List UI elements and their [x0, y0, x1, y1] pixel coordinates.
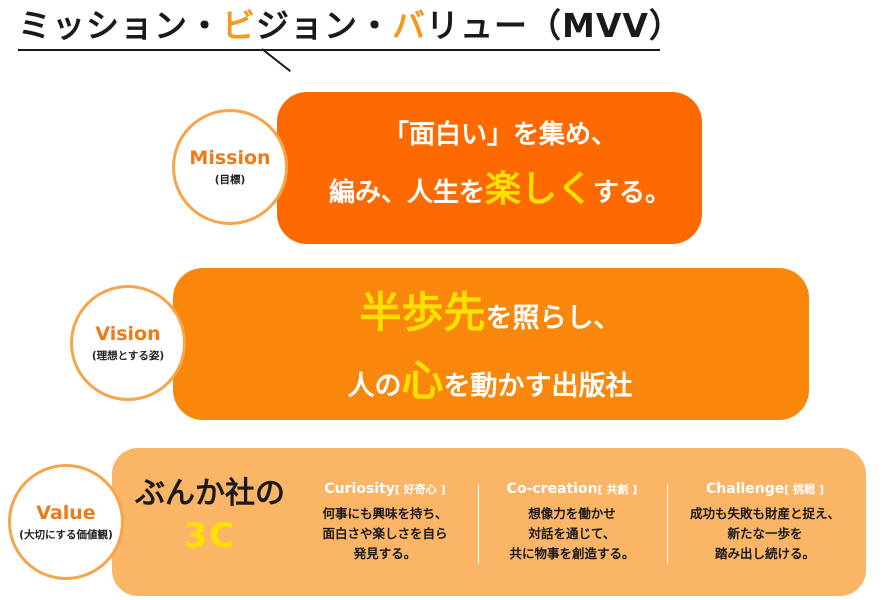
value-item-challenge: Challenge[ 挑戦 ] 成功も失敗も財産と捉え、 新たな一歩を 踏み出し… [675, 478, 855, 564]
vision-line-1: 半歩先を照らし、 [200, 282, 780, 350]
value-item-title: Challenge[ 挑戦 ] [675, 478, 855, 501]
value-item-curiosity: Curiosity[ 好奇心 ] 何事にも興味を持ち、 面白さや楽しさを自ら 発… [300, 478, 470, 564]
vision-label: Vision [95, 323, 161, 345]
vision-circle: Vision (理想とする姿) [70, 285, 186, 401]
value-item-desc: 成功も失敗も財産と捉え、 [689, 506, 840, 521]
value-item-desc: 想像力を働かせ [528, 506, 616, 521]
value-item-title: Curiosity[ 好奇心 ] [300, 478, 470, 501]
mission-circle: Mission (目標) [172, 109, 288, 225]
value-divider [667, 484, 668, 564]
title-highlight: バ [392, 6, 426, 45]
title-underline [18, 49, 660, 51]
value-item-desc: 発見する。 [353, 546, 417, 561]
value-heading-line-1: ぶんか社の [135, 476, 285, 511]
title-part: ミッション・ [18, 6, 222, 45]
value-item-co-creation: Co-creation[ 共創 ] 想像力を働かせ 対話を通じて、 共に物事を創… [487, 478, 657, 564]
vision-statement: 半歩先を照らし、 人の心を動かす出版社 [200, 282, 780, 418]
value-item-bracket: [ 共創 ] [597, 483, 638, 496]
mission-label: Mission [189, 147, 271, 169]
value-item-desc: 新たな一歩を [727, 526, 803, 541]
value-item-desc: 面白さや楽しさを自ら [322, 526, 448, 541]
value-item-title: Co-creation[ 共創 ] [487, 478, 657, 501]
vision-line-1-b: を照らし、 [485, 303, 621, 334]
vision-bar [173, 268, 809, 420]
title-part: リュー（MVV） [426, 6, 683, 45]
value-divider [478, 484, 479, 564]
value-circle: Value (大切にする価値観) [8, 464, 124, 580]
value-item-bracket: [ 挑戦 ] [784, 483, 824, 496]
title-underline-notch [261, 48, 291, 72]
value-item-bracket: [ 好奇心 ] [394, 483, 446, 496]
vision-line-2-a: 人の [347, 371, 402, 402]
mission-line-2-b: する。 [593, 178, 672, 208]
value-label-ja: (大切にする価値観) [19, 529, 113, 541]
value-label: Value [36, 502, 96, 524]
value-bar [112, 448, 866, 596]
mission-line-1: 「面白い」を集め、 [382, 120, 617, 150]
vision-label-ja: (理想とする姿) [91, 350, 165, 362]
value-item-desc: 対話を通じて、 [528, 526, 616, 541]
mission-bar [277, 92, 702, 244]
value-heading: ぶんか社の 3C [120, 474, 300, 558]
value-item-desc: 共に物事を創造する。 [509, 546, 635, 561]
vision-line-2-b: を動かす出版社 [443, 371, 633, 402]
mission-line-2: 編み、人生を楽しくする。 [305, 166, 695, 217]
title-part: ジョン・ [256, 6, 392, 45]
vision-line-2: 人の心を動かす出版社 [200, 350, 780, 418]
value-heading-3c: 3C [183, 516, 237, 556]
title-highlight: ビ [222, 6, 256, 45]
value-item-desc: 踏み出し続ける。 [714, 546, 815, 561]
value-item-desc: 何事にも興味を持ち、 [322, 506, 448, 521]
mission-highlight: 楽しく [484, 169, 593, 210]
value-item-name: Curiosity [324, 481, 395, 497]
value-item-name: Co-creation [506, 481, 598, 497]
vision-highlight-2: 心 [401, 356, 444, 405]
mission-statement: 「面白い」を集め、 編み、人生を楽しくする。 [305, 112, 695, 217]
mission-label-ja: (目標) [214, 174, 246, 186]
page-title: ミッション・ビジョン・バリュー（MVV） [18, 4, 683, 48]
vision-highlight-1: 半歩先 [359, 288, 486, 337]
mission-line-2-a: 編み、人生を [328, 178, 485, 208]
value-item-name: Challenge [706, 481, 785, 497]
